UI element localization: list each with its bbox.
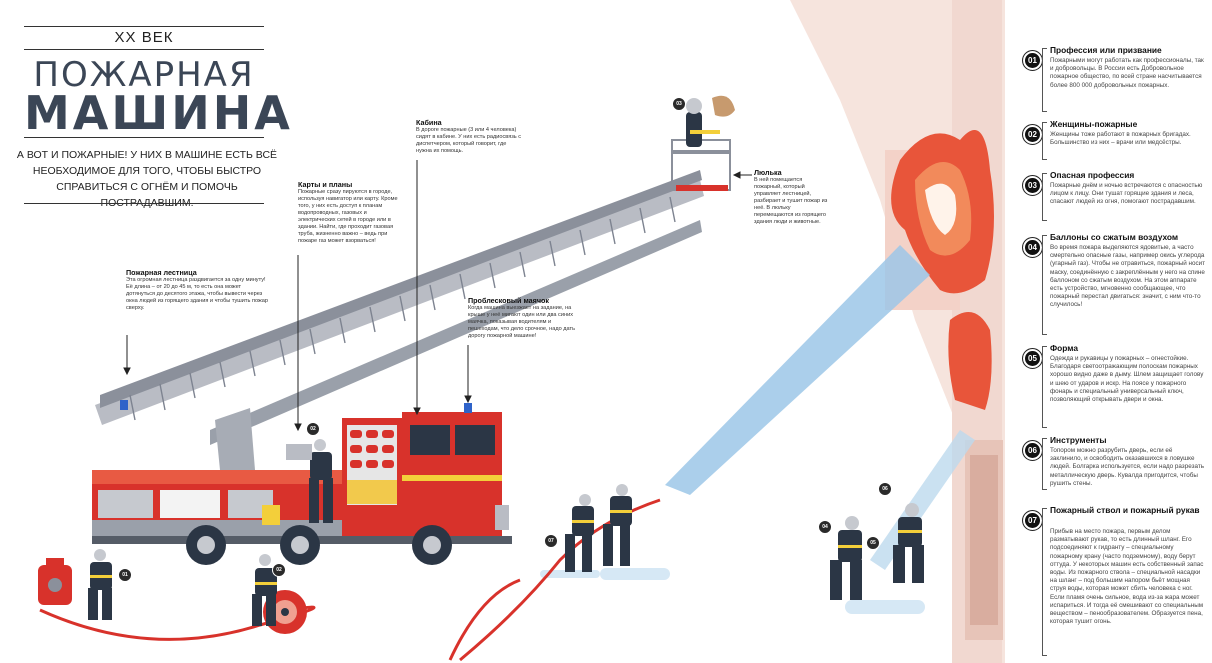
info-item-7: 07 Пожарный ствол и пожарный рукав Прибы… xyxy=(1022,505,1203,656)
info-item-title: Женщины-пожарные xyxy=(1050,119,1138,129)
info-item-title: Форма xyxy=(1050,343,1079,353)
info-number-badge: 05 xyxy=(1022,348,1043,369)
info-number-badge: 02 xyxy=(1022,124,1043,145)
callout-beacon: Проблесковый маячок Когда машина выезжае… xyxy=(468,296,580,340)
hose-left xyxy=(39,605,316,641)
callout-maps-title: Карты и планы xyxy=(298,180,353,189)
ladder-cradle xyxy=(671,95,735,191)
info-number-badge: 07 xyxy=(1022,510,1043,531)
callout-cabin-text: В дороге пожарные (3 или 4 человека) сид… xyxy=(416,127,522,154)
water-jet-main xyxy=(665,245,930,495)
info-item-title: Пожарный ствол и пожарный рукав xyxy=(1050,505,1200,515)
info-bracket xyxy=(1042,235,1047,335)
callout-cabin-title: Кабина xyxy=(416,118,442,127)
info-item-title: Баллоны со сжатым воздухом xyxy=(1050,232,1179,242)
fire-flames xyxy=(891,130,994,410)
info-item-3: 03 Опасная профессия Пожарные днём и ноч… xyxy=(1022,170,1202,223)
info-number-badge: 03 xyxy=(1022,175,1043,196)
info-bracket xyxy=(1042,48,1047,112)
info-item-text: Одежда и рукавицы у пожарных – огнестойк… xyxy=(1050,355,1204,404)
water-jet-right xyxy=(870,430,975,570)
info-item-2: 02 Женщины-пожарные Женщины тоже работаю… xyxy=(1022,119,1202,162)
header-rule-top xyxy=(24,26,264,27)
badge-mask: 04 xyxy=(818,520,832,534)
lead-rule xyxy=(24,203,264,204)
info-item-text: Топором можно разрубить дверь, если её з… xyxy=(1050,447,1204,487)
callout-ladder-text: Эта огромная лестница раздвигается за од… xyxy=(126,277,268,311)
title-line-2: МАШИНА xyxy=(24,86,293,140)
hydrant xyxy=(38,558,72,605)
info-item-text: Во время пожара выделяются ядовитые, а ч… xyxy=(1050,244,1206,309)
header-rule-bottom xyxy=(24,49,264,50)
info-bracket xyxy=(1042,438,1047,490)
info-item-text: Пожарными могут работать как профессиона… xyxy=(1050,57,1204,89)
info-item-5: 05 Форма Одежда и рукавицы у пожарных – … xyxy=(1022,343,1203,430)
info-bracket xyxy=(1042,173,1047,221)
info-item-text: Женщины тоже работают в пожарных бригада… xyxy=(1050,131,1191,147)
callout-maps-text: Пожарные сразу пируются в городе, исполь… xyxy=(298,189,398,244)
fire-truck xyxy=(92,400,512,565)
callout-beacon-title: Проблесковый маячок xyxy=(468,296,550,305)
badge-cradle: 03 xyxy=(672,97,686,111)
callout-cradle: Люлька В ней помещается пожарный, которы… xyxy=(754,168,830,226)
lead-text: А вот и пожарные! У них в машине есть вс… xyxy=(16,149,278,209)
info-number-badge: 01 xyxy=(1022,50,1043,71)
info-number-badge: 04 xyxy=(1022,237,1043,258)
aerial-ladder xyxy=(95,170,704,470)
badge-axe: 06 xyxy=(878,482,892,496)
era-label: XX ВЕК xyxy=(114,29,174,46)
callout-maps: Карты и планы Пожарные сразу пируются в … xyxy=(298,180,402,245)
info-item-title: Профессия или призвание xyxy=(1050,45,1162,55)
info-item-6: 06 Инструменты Топором можно разрубить д… xyxy=(1022,435,1204,492)
info-item-text: Пожарные днём и ночью встречаются с опас… xyxy=(1050,182,1203,206)
info-bracket xyxy=(1042,122,1047,160)
callout-cabin: Кабина В дороге пожарные (3 или 4 челове… xyxy=(416,118,522,155)
firefighter-figures xyxy=(88,439,924,626)
title-rule xyxy=(24,137,264,138)
badge-hose-team: 07 xyxy=(544,534,558,548)
info-bracket xyxy=(1042,346,1047,428)
info-bracket xyxy=(1042,508,1047,656)
info-item-1: 01 Профессия или призвание Пожарными мог… xyxy=(1022,45,1204,112)
title-line-1: ПОЖАРНАЯ xyxy=(33,55,255,95)
callout-ladder: Пожарная лестница Эта огромная лестница … xyxy=(126,268,268,312)
callout-beacon-text: Когда машина выезжает на задание, на кры… xyxy=(468,305,576,339)
callout-cradle-title: Люлька xyxy=(754,168,782,177)
info-item-text: Прибыв на место пожара, первым делом раз… xyxy=(1050,528,1204,626)
badge-reel: 02 xyxy=(272,563,286,577)
badge-hydrant: 01 xyxy=(118,568,132,582)
badge-kneel: 05 xyxy=(866,536,880,550)
callout-cradle-text: В ней помещается пожарный, который управ… xyxy=(754,177,828,225)
badge-maps-worker: 02 xyxy=(306,422,320,436)
info-item-4: 04 Баллоны со сжатым воздухом Во время п… xyxy=(1022,232,1205,337)
callout-ladder-title: Пожарная лестница xyxy=(126,268,197,277)
info-item-title: Инструменты xyxy=(1050,435,1107,445)
info-number-badge: 06 xyxy=(1022,440,1043,461)
info-item-title: Опасная профессия xyxy=(1050,170,1135,180)
